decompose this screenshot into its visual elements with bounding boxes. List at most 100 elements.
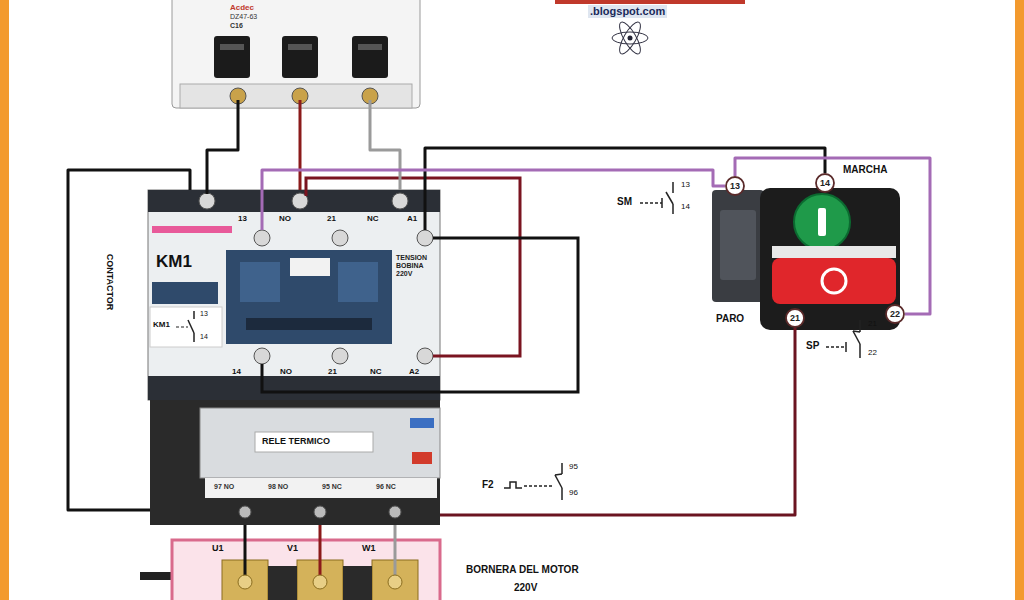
device-text: W1 bbox=[362, 543, 376, 553]
contactor-drawing bbox=[254, 348, 270, 364]
breaker-drawing bbox=[214, 36, 250, 78]
terminal-number: 22 bbox=[890, 310, 900, 319]
power-wire bbox=[370, 108, 400, 190]
contactor-drawing bbox=[226, 250, 392, 344]
terminal-circle-outline bbox=[886, 305, 904, 323]
contactor-drawing bbox=[148, 376, 440, 400]
thermal-relay-drawing bbox=[239, 506, 251, 518]
breaker-drawing bbox=[299, 100, 302, 108]
contact-symbols bbox=[672, 182, 674, 193]
terminal-label: NO bbox=[280, 367, 292, 376]
contact-symbols bbox=[504, 482, 522, 488]
device-name: CONTACTOR bbox=[105, 254, 115, 311]
contactor-drawing bbox=[246, 318, 372, 330]
contact-symbols bbox=[504, 182, 860, 500]
contactor-drawing bbox=[152, 226, 232, 233]
contact-label: KM1 bbox=[153, 320, 170, 329]
motor-terminal-drawing bbox=[140, 572, 174, 580]
watermark-logo bbox=[555, 0, 745, 4]
contactor-drawing bbox=[150, 307, 222, 347]
control-wire bbox=[262, 170, 725, 190]
contact-symbols bbox=[561, 488, 563, 500]
motor-terminal-block: U1V1W1 bbox=[172, 540, 440, 600]
watermark-logo bbox=[555, 0, 745, 57]
terminal-circle: 14 bbox=[815, 173, 835, 193]
terminal-label: 13 bbox=[238, 214, 247, 223]
pushbutton-drawing bbox=[712, 190, 764, 302]
motor-terminal-drawing bbox=[140, 540, 440, 600]
contactor-drawing bbox=[306, 178, 520, 356]
caption-label: BORNERA DEL MOTOR bbox=[466, 564, 579, 576]
contactor-drawing bbox=[332, 348, 348, 364]
terminal-circle-outline bbox=[786, 309, 804, 327]
motor-terminal-drawing bbox=[319, 540, 322, 576]
terminal-label: 98 NO bbox=[268, 483, 288, 491]
motor-terminal-drawing bbox=[313, 575, 327, 589]
contactor: KM1TENSION BOBINA 220V bbox=[148, 190, 440, 400]
contactor-drawing bbox=[254, 230, 270, 246]
motor-terminal-drawing bbox=[244, 540, 247, 576]
contact-symbols bbox=[853, 331, 860, 344]
device-text: RELE TERMICO bbox=[262, 436, 330, 446]
pushbutton-drawing bbox=[720, 210, 756, 280]
button-label: PARO bbox=[716, 313, 744, 325]
contactor-drawing bbox=[176, 326, 188, 327]
control-wire bbox=[735, 158, 930, 314]
art-shape bbox=[612, 32, 648, 44]
contact-symbols bbox=[661, 198, 663, 208]
terminal-label: A1 bbox=[407, 214, 417, 223]
contact-symbols bbox=[524, 485, 552, 487]
contactor-drawing bbox=[332, 230, 348, 246]
thermal-relay-drawing bbox=[314, 506, 326, 518]
art-shape bbox=[616, 19, 644, 56]
circuit-breaker: AcdecDZ47-63C16 bbox=[172, 0, 420, 108]
switch-label: SM bbox=[617, 196, 632, 208]
device-text: C16 bbox=[230, 22, 243, 30]
button-label: MARCHA bbox=[843, 164, 887, 176]
motor-wire bbox=[319, 525, 322, 540]
contact-symbols bbox=[666, 192, 673, 204]
page-frame bbox=[1015, 0, 1024, 600]
breaker-drawing bbox=[180, 84, 412, 108]
watermark-logo bbox=[628, 36, 633, 41]
thermal-relay: RELE TERMICO bbox=[150, 400, 440, 525]
terminal-number: 13 bbox=[730, 182, 740, 191]
thermal-relay-drawing bbox=[410, 418, 434, 428]
motor-terminal-drawing bbox=[388, 575, 402, 589]
terminal-number: 14 bbox=[200, 333, 208, 341]
page-frame bbox=[0, 0, 9, 600]
contactor-drawing bbox=[417, 230, 433, 246]
motor-terminal-drawing bbox=[172, 540, 440, 600]
breaker-drawing bbox=[282, 36, 318, 78]
breaker-drawing bbox=[172, 0, 420, 108]
terminal-circle: 21 bbox=[785, 308, 805, 328]
terminal-label: NC bbox=[370, 367, 382, 376]
pushbutton-drawing bbox=[760, 188, 900, 330]
terminal-label: 21 bbox=[328, 367, 337, 376]
art-shape bbox=[612, 19, 648, 56]
breaker-drawing bbox=[220, 44, 244, 50]
motor-wire bbox=[244, 525, 247, 540]
contactor-drawing bbox=[152, 282, 218, 304]
breaker-drawing bbox=[237, 100, 240, 108]
terminal-label: 95 NC bbox=[322, 483, 342, 491]
terminal-label: 21 bbox=[327, 214, 336, 223]
terminal-circle-outline bbox=[816, 174, 834, 192]
control-wire bbox=[440, 328, 795, 515]
terminal-number: 14 bbox=[820, 179, 830, 188]
terminal-number: 14 bbox=[681, 202, 690, 211]
contactor-drawing bbox=[261, 190, 264, 230]
pushbutton-drawing bbox=[772, 258, 896, 304]
thermal-relay-drawing bbox=[255, 432, 373, 452]
terminal-circle-outline bbox=[726, 177, 744, 195]
thermal-relay-drawing bbox=[412, 452, 432, 464]
contactor-drawing bbox=[199, 193, 215, 209]
terminal-number: 21 bbox=[868, 319, 877, 328]
thermal-relay-drawing bbox=[389, 506, 401, 518]
power-wire bbox=[299, 108, 302, 190]
pushbutton-drawing bbox=[772, 246, 896, 258]
breaker-drawing bbox=[172, 0, 420, 108]
thermal-relay-drawing bbox=[150, 400, 440, 525]
